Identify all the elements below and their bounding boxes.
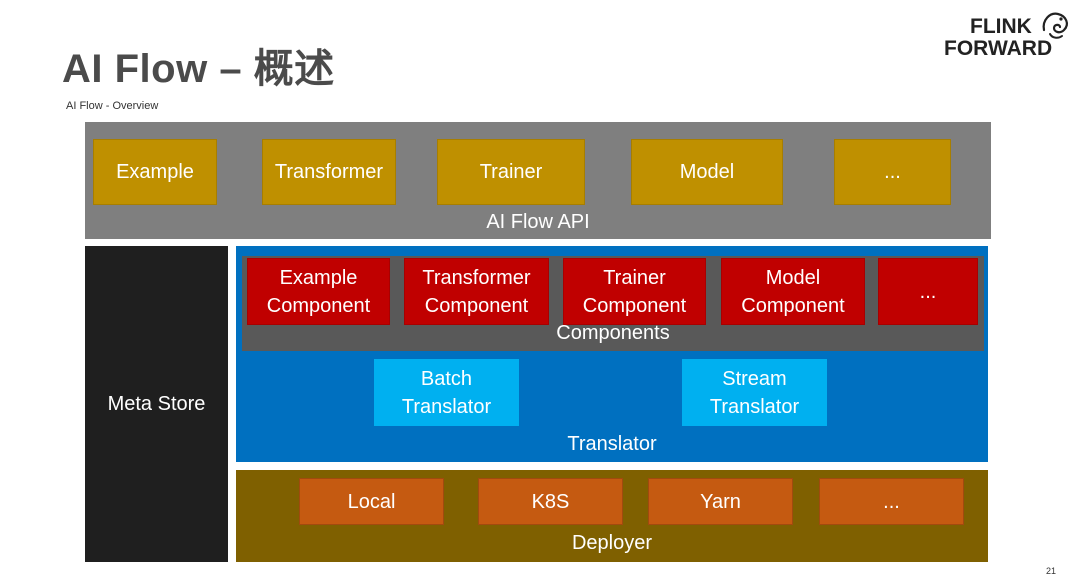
batch-translator-box: Batch Translator [374,359,519,426]
squirrel-icon [1042,12,1068,39]
slide-subtitle: AI Flow - Overview [66,100,159,112]
deployer-k8s-box: K8S [478,478,623,525]
more-component-box: ... [878,258,978,325]
deployer-more-box: ... [819,478,964,525]
api-model-box: Model [631,139,783,205]
model-component-box: Model Component [721,258,865,325]
transformer-component-box: Transformer Component [404,258,549,325]
page-number: 21 [1046,566,1057,576]
deployer-local-box: Local [299,478,444,525]
meta-store-box: Meta Store [85,246,228,562]
api-more-box: ... [834,139,951,205]
flink-forward-logo: FLINK FORWARD [940,8,1072,64]
translator-label: Translator [567,433,657,455]
components-label: Components [556,322,670,344]
slide-title: AI Flow – 概述 [62,47,335,91]
example-component-box: Example Component [247,258,390,325]
ai-flow-api-label: AI Flow API [486,211,590,233]
api-example-box: Example [93,139,217,205]
api-trainer-box: Trainer [437,139,585,205]
trainer-component-box: Trainer Component [563,258,706,325]
logo-line1: FLINK [970,15,1032,38]
api-transformer-box: Transformer [262,139,396,205]
logo-line2: FORWARD [944,37,1053,60]
deployer-label: Deployer [571,532,653,554]
stream-translator-box: Stream Translator [682,359,827,426]
ai-flow-api-layer: Example Transformer Trainer Model ... AI… [85,122,991,239]
deployer-yarn-box: Yarn [648,478,793,525]
